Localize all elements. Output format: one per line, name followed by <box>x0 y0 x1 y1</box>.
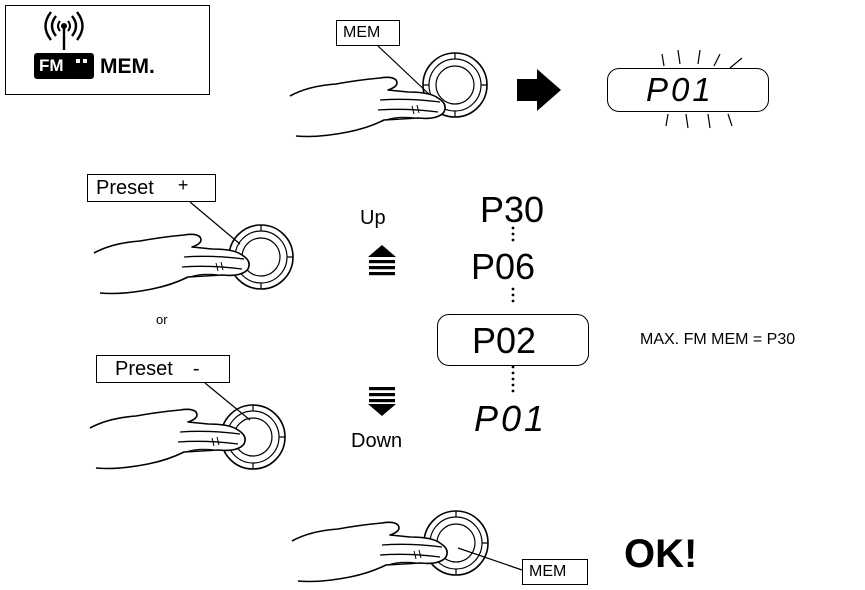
preset-down-sign: - <box>192 357 200 380</box>
lcd-display-blinking: P01 <box>607 68 769 112</box>
hand-pressing-icon <box>291 521 448 583</box>
mem-button-label-bottom: MEM <box>522 559 588 585</box>
current-preset-text: P02 <box>472 320 537 361</box>
fm-band-label: FM <box>39 56 64 75</box>
max-fm-mem-note: MAX. FM MEM = P30 <box>640 331 796 348</box>
ok-confirmation-text: OK! <box>624 532 698 576</box>
hand-pressing-icon <box>89 408 246 470</box>
or-text: or <box>156 312 168 327</box>
preset-up-label-text: Preset <box>96 176 154 199</box>
arrow-right-icon <box>517 69 561 111</box>
triple-up-arrow-icon <box>368 245 396 276</box>
preset-down-label-text: Preset <box>115 357 173 380</box>
hand-pressing-icon <box>289 76 446 138</box>
blink-rays-icon <box>661 49 743 129</box>
current-preset-display: P02 <box>437 314 589 366</box>
preset-down-label: Preset - <box>96 355 230 383</box>
preset-upper: P06 <box>471 246 536 287</box>
preset-lower: P01 <box>474 398 548 439</box>
preset-up-label: Preset + <box>87 174 216 202</box>
down-text: Down <box>351 430 403 452</box>
mem-button-label-top: MEM <box>336 20 400 46</box>
mem-button-label-bottom-text: MEM <box>529 563 567 580</box>
mem-button-label-text: MEM <box>343 24 381 41</box>
hand-pressing-icon <box>93 233 250 295</box>
fm-band-badge: FM <box>34 53 94 79</box>
rotary-knob-icon[interactable] <box>218 402 288 472</box>
fm-mem-mode-box: FM MEM. <box>5 5 210 95</box>
indicator-dots <box>76 59 88 63</box>
lcd-preset-text: P01 <box>646 71 714 108</box>
up-text: Up <box>360 207 386 229</box>
antenna-broadcast-icon <box>44 11 84 50</box>
preset-top: P30 <box>480 189 545 230</box>
mem-mode-label: MEM. <box>100 55 155 78</box>
dotted-connector <box>511 226 515 393</box>
rotary-knob-icon[interactable] <box>420 50 490 120</box>
triple-down-arrow-icon <box>368 387 396 416</box>
preset-up-sign: + <box>177 174 189 195</box>
